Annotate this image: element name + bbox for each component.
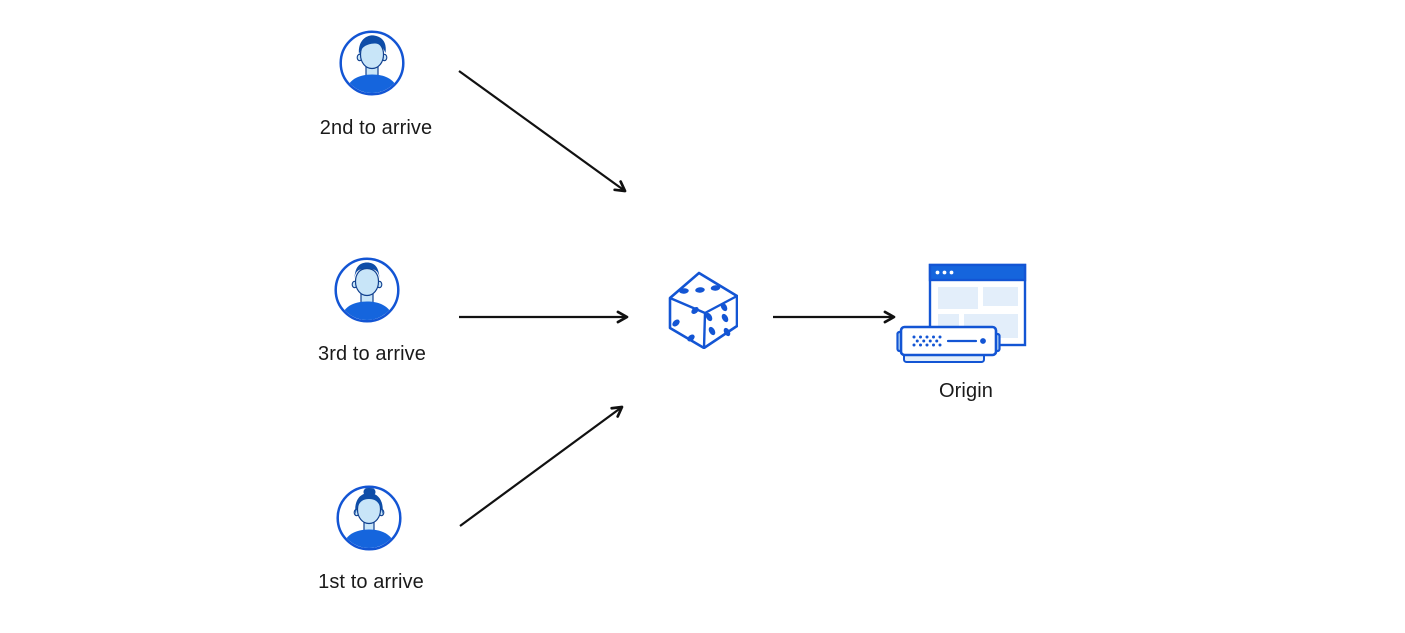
visitor-3rd-label: 3rd to arrive: [317, 343, 426, 365]
visitor-node-1st: [336, 485, 402, 551]
browser-window-dots-icon: [935, 270, 954, 275]
arrow-visitor1-to-dice-icon: [459, 405, 624, 527]
server-appliance: [896, 325, 1001, 363]
user-avatar-man-icon: [334, 257, 400, 323]
user-avatar-man-icon: [339, 30, 405, 96]
server-indicator-light: [980, 338, 986, 344]
visitor-1st-label: 1st to arrive: [318, 571, 424, 593]
arrow-visitor2-to-dice-icon: [458, 70, 627, 193]
dice-pips: [672, 285, 731, 342]
visitor-2nd-label: 2nd to arrive: [319, 117, 433, 139]
server-vent-dots: [912, 335, 942, 347]
origin-label: Origin: [939, 380, 993, 402]
router-node-dice: [668, 271, 738, 349]
origin-server-icon: [896, 263, 1027, 363]
visitor-node-2nd: [339, 30, 405, 96]
browser-titlebar: [928, 263, 1027, 282]
origin-node: [895, 263, 1027, 364]
visitor-node-3rd: [334, 257, 400, 323]
user-avatar-woman-icon: [336, 485, 402, 551]
dice-icon: [668, 271, 738, 349]
